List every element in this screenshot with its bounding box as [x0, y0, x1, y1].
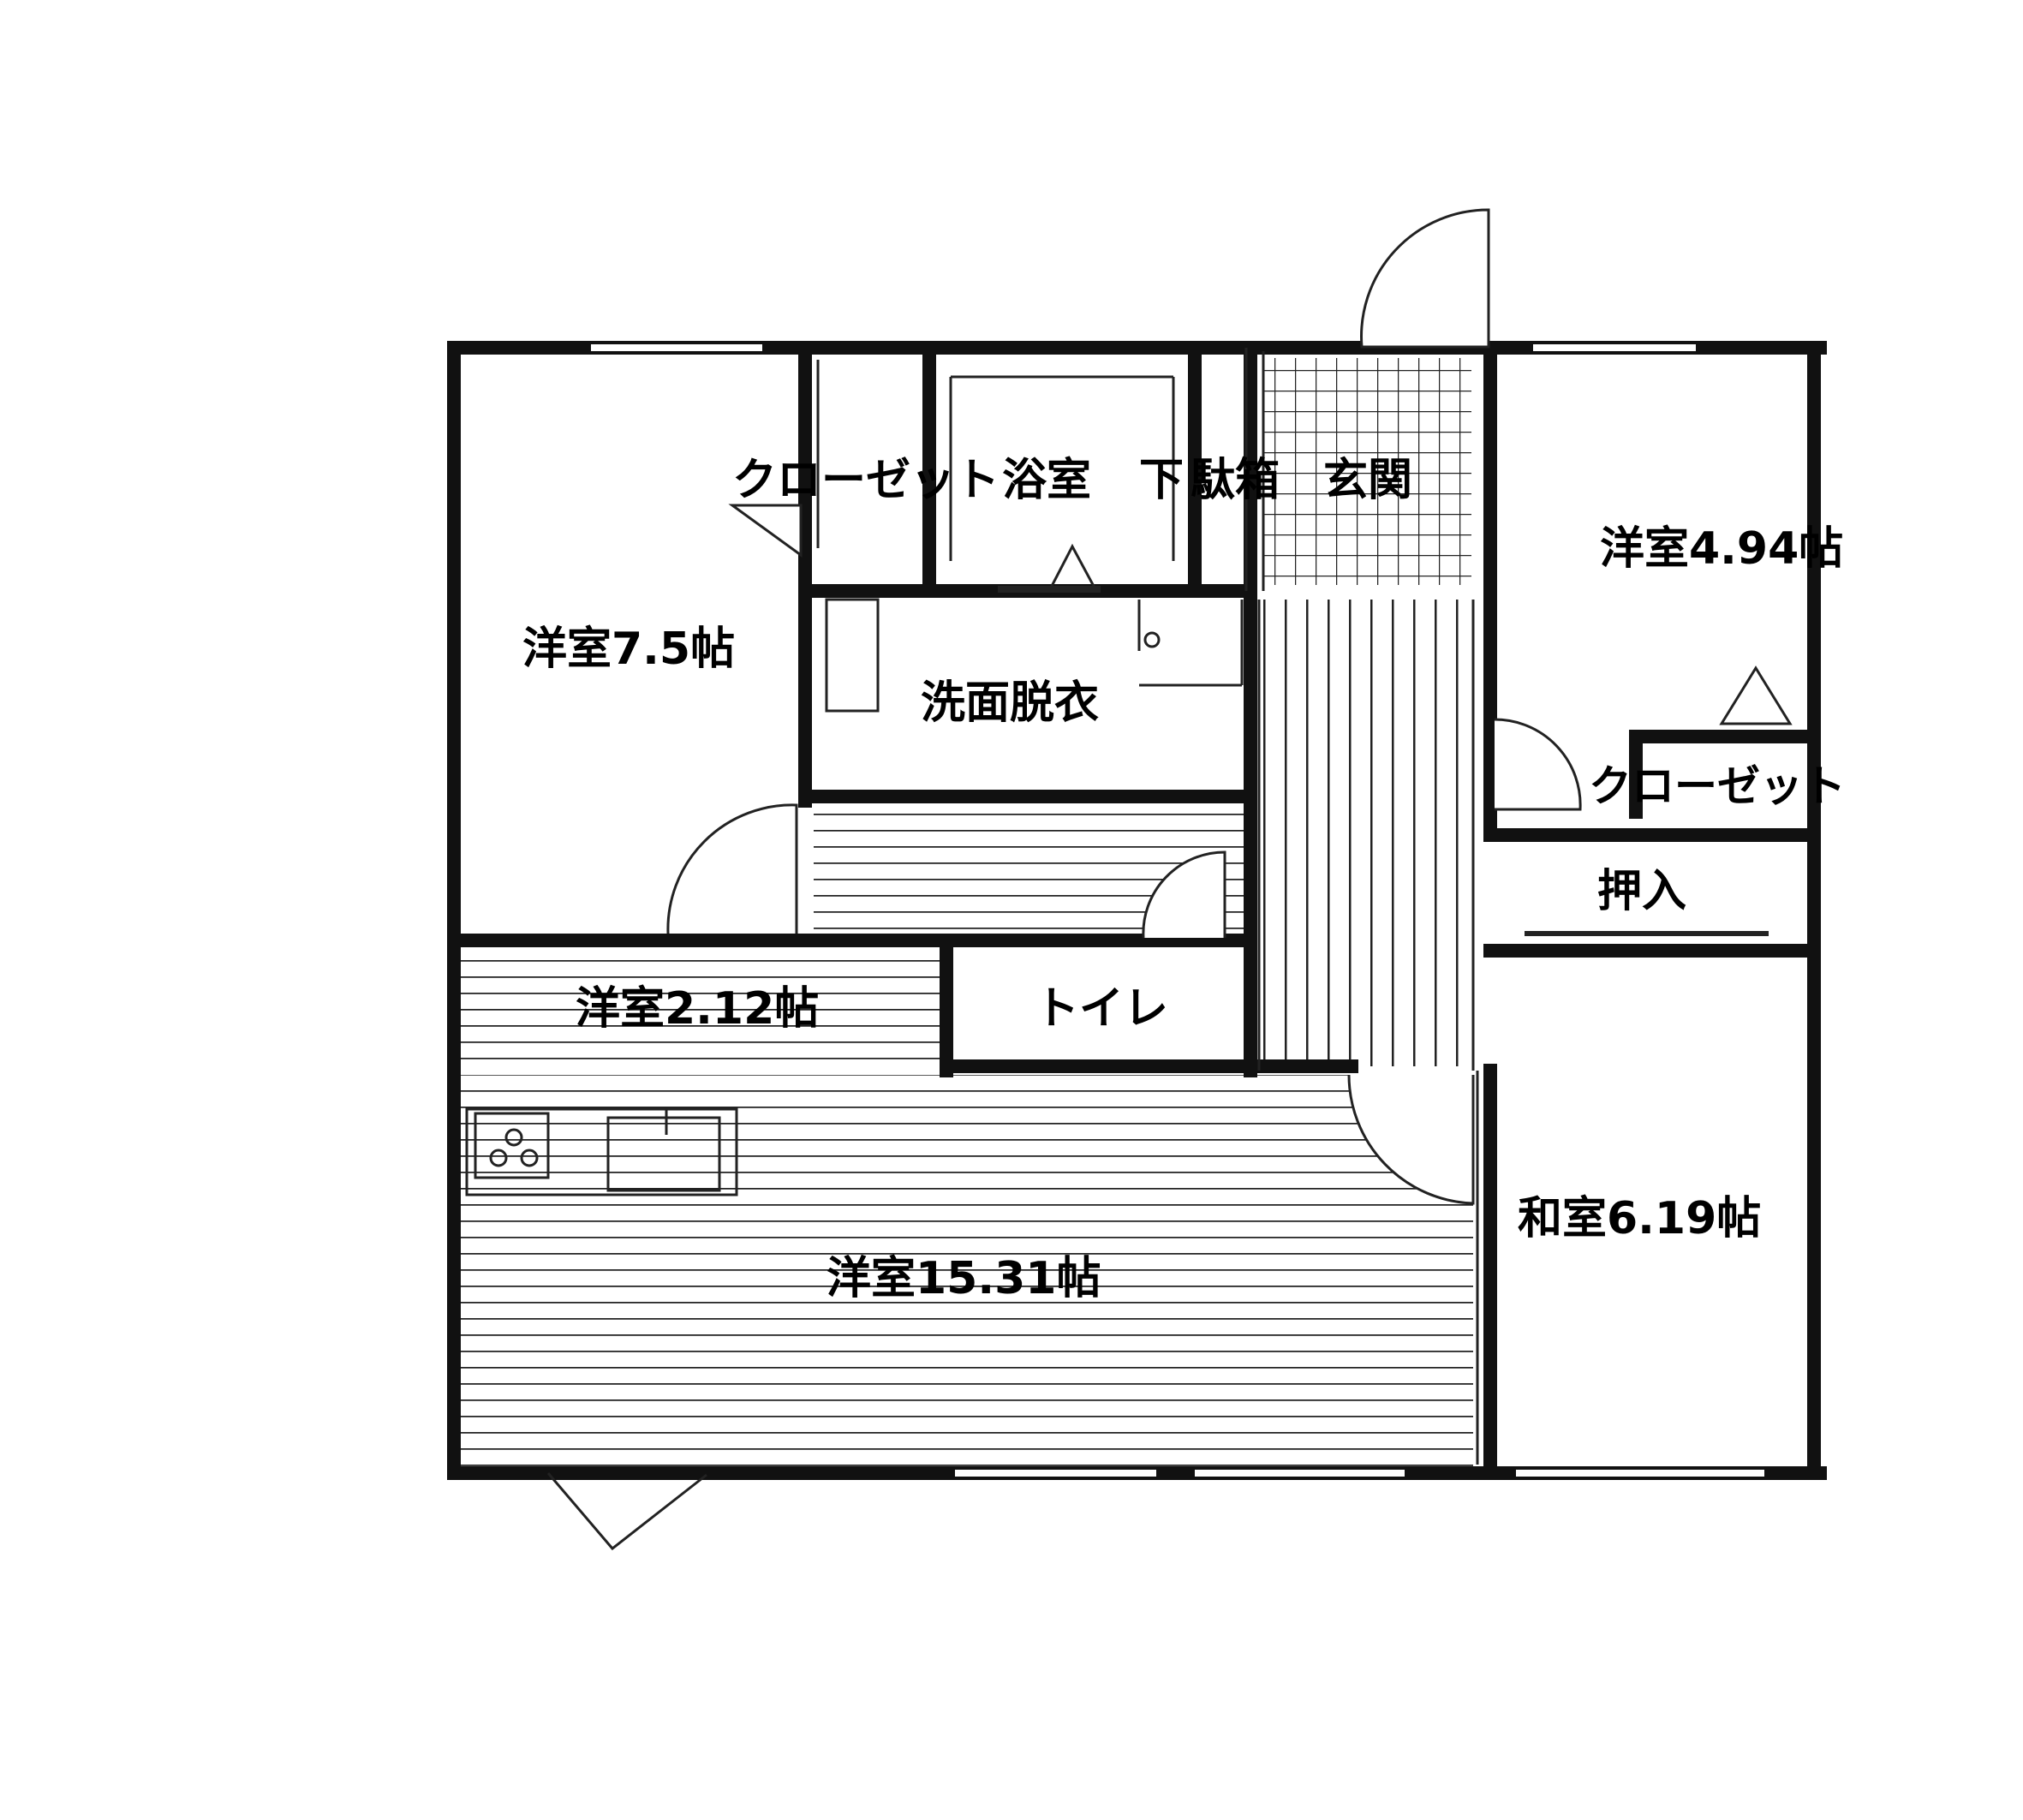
ldk-stripes	[458, 1075, 1473, 1469]
door-swings	[666, 208, 1582, 1205]
label-washroom: 洗面脱衣	[921, 677, 1099, 729]
label-hall-top: 下	[1139, 455, 1184, 506]
fixtures	[465, 344, 1793, 1551]
label-closet-right: クローゼット	[1589, 761, 1846, 811]
label-bath: 浴室	[1002, 455, 1091, 506]
label-western-15-31: 洋室15.31帖	[827, 1253, 1101, 1304]
label-oshiire: 押入	[1597, 866, 1686, 917]
label-toilet: トイレ	[1035, 983, 1168, 1035]
corridor-stripes	[1259, 600, 1473, 1066]
entrance-grid	[1263, 358, 1471, 585]
label-shoe-box: 駄箱	[1191, 455, 1280, 506]
room-labels: クローゼット 浴室 下 駄箱 玄関 洋室4.94帖 洋室7.5帖 洗面脱衣 クロ…	[522, 455, 1846, 1304]
small-room-stripes	[458, 955, 946, 1066]
label-japanese-6-19: 和室6.19帖	[1518, 1193, 1761, 1244]
label-western-7-5: 洋室7.5帖	[522, 624, 735, 675]
label-western-2-12: 洋室2.12帖	[576, 983, 819, 1035]
label-entrance: 玄関	[1323, 455, 1412, 506]
label-closet-top: クローゼット	[732, 455, 1000, 506]
floor-patterns	[458, 358, 1473, 1469]
label-western-4-94: 洋室4.94帖	[1600, 523, 1843, 575]
